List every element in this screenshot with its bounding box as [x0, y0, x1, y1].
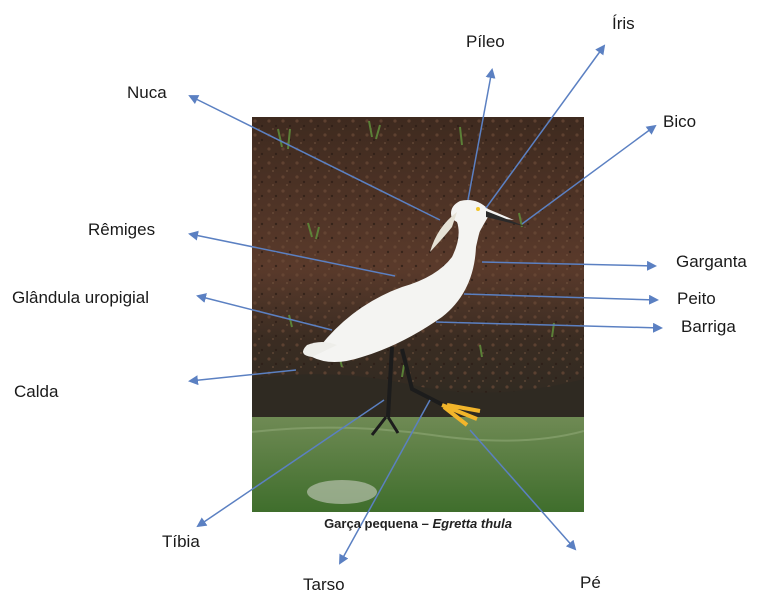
- label-pe: Pé: [580, 574, 601, 591]
- label-bico: Bico: [663, 113, 696, 130]
- label-calda: Calda: [14, 383, 58, 400]
- label-tibia: Tíbia: [162, 533, 200, 550]
- caption-scientific-name: Egretta thula: [432, 516, 511, 531]
- label-remiges: Rêmiges: [88, 221, 155, 238]
- caption-common-name: Garça pequena –: [324, 516, 429, 531]
- label-peito: Peito: [677, 290, 716, 307]
- label-nuca: Nuca: [127, 84, 167, 101]
- egret-illustration: [252, 117, 584, 512]
- egret-photo: [252, 117, 584, 512]
- label-tarso: Tarso: [303, 576, 345, 593]
- label-glandula: Glândula uropigial: [12, 289, 149, 306]
- label-iris: Íris: [612, 15, 635, 32]
- label-garganta: Garganta: [676, 253, 747, 270]
- label-pileo: Píleo: [466, 33, 505, 50]
- label-barriga: Barriga: [681, 318, 736, 335]
- figure-caption: Garça pequena – Egretta thula: [252, 516, 584, 531]
